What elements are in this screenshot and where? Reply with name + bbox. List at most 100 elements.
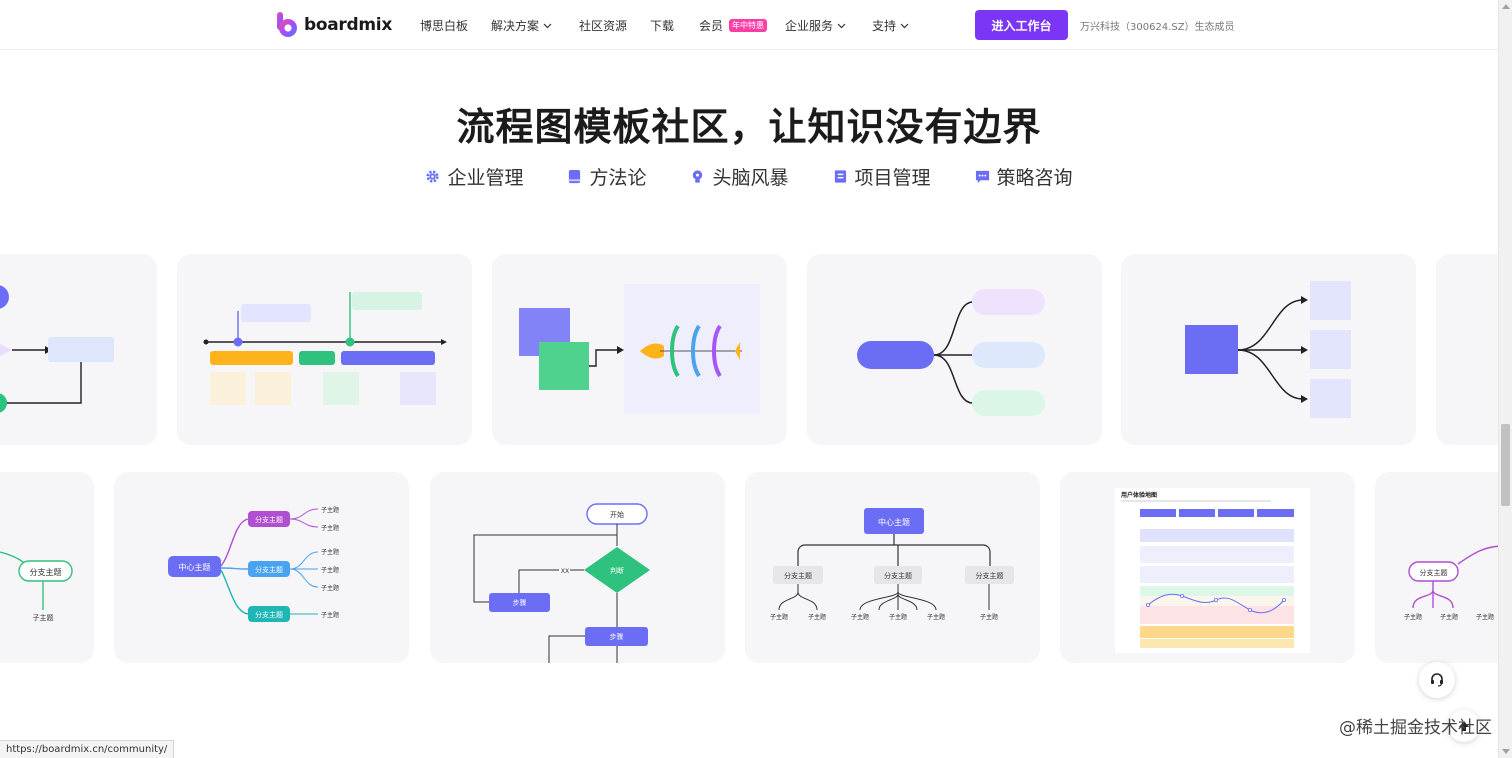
mindmap-leaf-label: 子主题 (321, 584, 339, 592)
chevron-down-icon (900, 23, 909, 28)
watermark-text: @稀土掘金技术社区 (1339, 718, 1492, 738)
mindmap-leaf-label: 子主题 (321, 611, 339, 619)
mindmap-leaf-label: 子主题 (33, 613, 54, 622)
nav-label: 社区资源 (579, 19, 628, 33)
brand-name: boardmix (304, 15, 392, 35)
mindmap-branch-label: 分支主题 (30, 567, 62, 577)
gear-icon (426, 170, 440, 183)
timeline-thumbnail (203, 292, 447, 405)
flow-step-label: 步骤 (610, 632, 624, 641)
org-branch-label: 分支主题 (884, 571, 912, 580)
category-project-management[interactable]: 项目管理 (833, 163, 931, 190)
category-label: 项目管理 (854, 167, 931, 189)
template-card-mindmap-partial[interactable]: 分支主题 子主题 (0, 472, 94, 663)
nav-label: 支持 (872, 19, 897, 33)
scrollbar-thumb[interactable] (1501, 424, 1510, 506)
chevron-down-icon (837, 23, 846, 28)
org-leaf-label: 子主题 (889, 613, 907, 621)
customer-service-button[interactable] (1419, 662, 1455, 698)
org-leaf-label: 子主题 (770, 613, 788, 621)
template-card-process-flow[interactable]: 开始 判断 XX 步骤 步骤 (430, 472, 725, 663)
category-label: 头脑风暴 (712, 167, 789, 189)
mindmap-center-label: 中心主题 (179, 562, 211, 572)
org-leaf-label: 子主题 (808, 613, 826, 621)
mindmap-leaf-label: 子主题 (1476, 613, 1494, 621)
headset-icon (1431, 673, 1443, 687)
nav-item-community[interactable]: 社区资源 (579, 17, 627, 34)
category-strategy-consulting[interactable]: 策略咨询 (975, 163, 1073, 190)
category-label: 策略咨询 (996, 167, 1073, 189)
promo-badge: 年中特惠 (729, 19, 768, 32)
template-card-brace-map[interactable] (807, 254, 1102, 445)
flowchart-thumbnail (0, 285, 114, 413)
category-brainstorm[interactable]: 头脑风暴 (690, 163, 789, 190)
brace-map-thumbnail (857, 289, 1045, 416)
category-enterprise-management[interactable]: 企业管理 (425, 163, 523, 190)
lightbulb-icon (693, 170, 703, 183)
org-chart-thumbnail: 中心主题 分支主题 分支主题 分支主题 子主题 子主题 子主题 子主题 子主题 … (770, 508, 1014, 621)
category-label: 企业管理 (447, 167, 524, 189)
scroll-down-arrow-icon[interactable] (1502, 749, 1510, 754)
user-journey-thumbnail: 用户体验地图 (1115, 488, 1310, 653)
fishbone-thumbnail (519, 284, 760, 414)
process-flow-thumbnail: 开始 判断 XX 步骤 步骤 (473, 503, 650, 663)
nav-item-solutions[interactable]: 解决方案 (491, 17, 552, 34)
mindmap-branch-label: 分支主题 (255, 610, 283, 619)
vertical-scrollbar[interactable] (1498, 0, 1512, 758)
nav-label: 下载 (650, 19, 675, 33)
category-label: 方法论 (589, 167, 647, 189)
category-tabs: 企业管理 方法论 头脑风暴 项目管理 (0, 163, 1498, 190)
mindmap-leaf-label: 子主题 (321, 566, 339, 574)
tree-diagram-thumbnail (1185, 281, 1351, 418)
brand-logo[interactable]: boardmix (276, 12, 392, 38)
category-methodology[interactable]: 方法论 (567, 163, 646, 190)
flow-decision-label: 判断 (610, 566, 624, 575)
template-card-flowchart-partial[interactable] (0, 254, 157, 445)
template-card-tree-diagram[interactable] (1121, 254, 1416, 445)
nav-item-membership[interactable]: 会员 年中特惠 (699, 17, 768, 34)
mindmap-thumbnail: 中心主题 分支主题 分支主题 分支主题 子主题 子主题 子主题 子主题 子主题 … (168, 506, 339, 622)
template-card-mindmap[interactable]: 中心主题 分支主题 分支主题 分支主题 子主题 子主题 子主题 子主题 子主题 … (114, 472, 409, 663)
back-to-top-button[interactable] (1448, 710, 1480, 742)
template-card-org-chart[interactable]: 中心主题 分支主题 分支主题 分支主题 子主题 子主题 子主题 子主题 子主题 … (745, 472, 1040, 663)
nav-item-download[interactable]: 下载 (650, 17, 674, 34)
ecosystem-text: 万兴科技（300624.SZ）生态成员 (1080, 22, 1235, 33)
page-title: 流程图模板社区，让知识没有边界 (456, 105, 1042, 149)
chevron-down-icon (543, 23, 552, 28)
mindmap-leaf-label: 子主题 (1404, 613, 1422, 621)
nav-item-enterprise[interactable]: 企业服务 (785, 17, 846, 34)
nav-label: 解决方案 (491, 19, 540, 33)
nav-label: 会员 (699, 19, 724, 33)
org-leaf-label: 子主题 (980, 613, 998, 621)
status-bar-url: https://boardmix.cn/community/ (0, 740, 175, 758)
org-branch-label: 分支主题 (976, 571, 1004, 580)
journey-title: 用户体验地图 (1120, 491, 1157, 499)
nav-item-support[interactable]: 支持 (872, 17, 909, 34)
template-card-timeline[interactable] (177, 254, 472, 445)
boardmix-logo-icon (277, 12, 297, 37)
book-icon (569, 169, 581, 184)
org-leaf-label: 子主题 (927, 613, 945, 621)
mindmap-leaf-label: 子主题 (1440, 613, 1458, 621)
enter-workspace-button[interactable]: 进入工作台 (975, 10, 1068, 40)
document-icon (834, 170, 846, 183)
template-card-fishbone[interactable] (492, 254, 787, 445)
scroll-up-arrow-icon[interactable] (1502, 4, 1510, 9)
template-card-mindmap-partial[interactable]: 分支主题 子主题 子主题 子主题 (1375, 472, 1512, 663)
org-branch-label: 分支主题 (784, 571, 812, 580)
flow-start-label: 开始 (610, 510, 624, 519)
mindmap-branch-label: 分支主题 (1420, 568, 1448, 577)
mindmap-thumbnail: 分支主题 子主题 (0, 551, 73, 622)
mindmap-branch-label: 分支主题 (255, 565, 283, 574)
mindmap-branch-label: 分支主题 (255, 515, 283, 524)
nav-label: 博思白板 (420, 19, 469, 33)
flow-step-label: 步骤 (513, 598, 527, 607)
template-card-user-journey-map[interactable]: 用户体验地图 (1060, 472, 1355, 663)
arrow-up-icon (1459, 721, 1469, 731)
mindmap-leaf-label: 子主题 (321, 506, 339, 514)
org-center-label: 中心主题 (878, 517, 910, 527)
flow-edge-label: XX (561, 568, 569, 575)
chat-icon (975, 170, 989, 184)
mindmap-thumbnail: 分支主题 子主题 子主题 子主题 (1404, 545, 1501, 621)
nav-item-whiteboard[interactable]: 博思白板 (420, 17, 468, 34)
